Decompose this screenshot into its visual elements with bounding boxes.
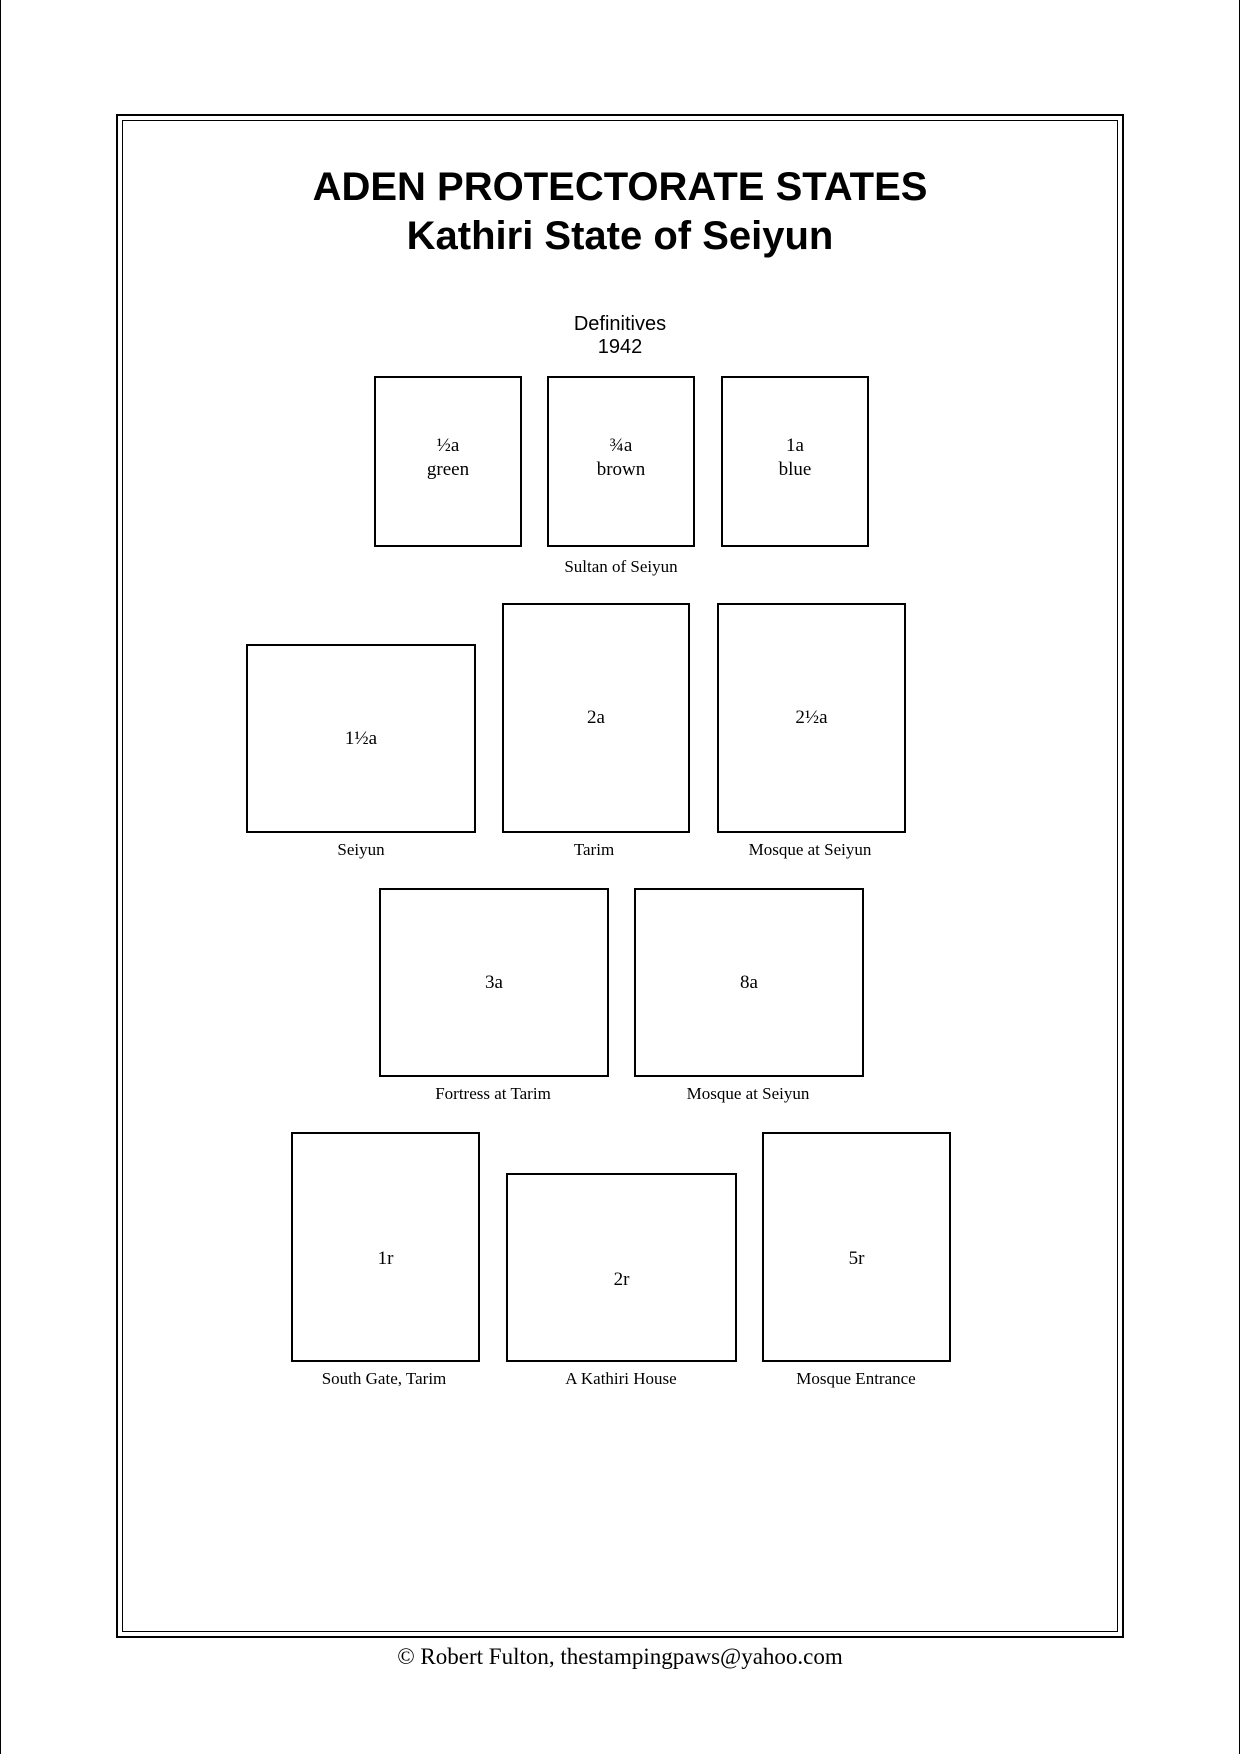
caption-fortress-at-tarim: Fortress at Tarim: [435, 1084, 551, 1103]
stamp-color: blue: [778, 459, 812, 480]
stamp-value: 8a: [740, 972, 758, 993]
caption-sultan-of-seiyun: Sultan of Seiyun: [564, 557, 678, 576]
stamp-box-eight-anna: 8a: [634, 888, 864, 1077]
caption-mosque-at-seiyun: Mosque at Seiyun: [686, 1084, 810, 1103]
stamp-color: brown: [596, 459, 646, 480]
stamp-value: 1r: [377, 1248, 394, 1269]
stamp-value: ½a: [436, 435, 460, 456]
caption-tarim: Tarim: [573, 840, 615, 859]
caption-seiyun: Seiyun: [337, 840, 385, 859]
stamp-value: 2½a: [795, 707, 828, 728]
stamp-box-one-anna: 1a blue: [721, 376, 869, 547]
stamp-box-two-half-anna: 2½a: [717, 603, 906, 833]
stamp-value: 2a: [587, 707, 605, 728]
stamp-box-five-rupee: 5r: [762, 1132, 951, 1362]
section-year: 1942: [597, 336, 643, 358]
page-border-outer: [116, 114, 1124, 1638]
stamp-value: 1½a: [344, 728, 378, 749]
footer-copyright: © Robert Fulton, thestampingpaws@yahoo.c…: [397, 1644, 843, 1669]
page-edge-left: [0, 0, 1, 1754]
stamp-box-half-anna: ½a green: [374, 376, 522, 547]
stamp-box-one-rupee: 1r: [291, 1132, 480, 1362]
page-title: ADEN PROTECTORATE STATES: [312, 165, 928, 209]
stamp-value: 5r: [848, 1248, 865, 1269]
stamp-box-three-quarter-anna: ¾a brown: [547, 376, 695, 547]
stamp-box-two-rupee: 2r: [506, 1173, 737, 1362]
caption-mosque-at-seiyun: Mosque at Seiyun: [748, 840, 872, 859]
caption-a-kathiri-house: A Kathiri House: [565, 1369, 677, 1388]
section-heading: Definitives: [573, 313, 667, 335]
stamp-color: green: [426, 459, 470, 480]
stamp-value: 2r: [613, 1269, 630, 1290]
page-subtitle: Kathiri State of Seiyun: [406, 214, 834, 258]
caption-south-gate-tarim: South Gate, Tarim: [321, 1369, 447, 1388]
page-border-inner: [122, 120, 1118, 1632]
stamp-value: 3a: [485, 972, 503, 993]
caption-mosque-entrance: Mosque Entrance: [796, 1369, 916, 1388]
stamp-value: ¾a: [609, 435, 633, 456]
stamp-value: 1a: [786, 435, 804, 456]
stamp-box-three-anna: 3a: [379, 888, 609, 1077]
stamp-box-one-half-anna: 1½a: [246, 644, 476, 833]
stamp-box-two-anna: 2a: [502, 603, 690, 833]
